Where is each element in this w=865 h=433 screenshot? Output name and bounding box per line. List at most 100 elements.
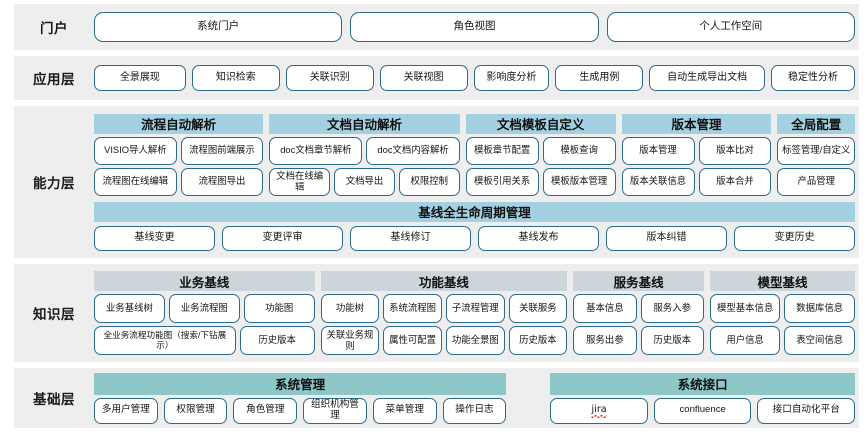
capability-item[interactable]: doc文档章节解析 [269, 136, 363, 165]
application-item-3[interactable]: 关联视图 [379, 65, 468, 91]
knowledge-item[interactable]: 用户信息 [709, 326, 781, 355]
capability-item[interactable]: 流程图导出 [180, 167, 264, 196]
knowledge-item[interactable]: 关联业务规则 [320, 326, 380, 355]
capability-item[interactable]: 产品管理 [777, 167, 856, 196]
capability-item[interactable]: 版本比对 [698, 136, 772, 165]
knowledge-group-3-row-1: 用户信息表空间信息 [709, 326, 856, 355]
foundation-item[interactable]: 组织机构管理 [303, 397, 367, 424]
knowledge-item[interactable]: 数据库信息 [784, 294, 856, 323]
capability-item[interactable]: 流程图在线编辑 [94, 167, 177, 196]
lifecycle-item-0[interactable]: 基线变更 [94, 225, 215, 251]
layer-label-portal: 门户 [40, 21, 68, 36]
capability-item[interactable]: doc文档内容解析 [366, 136, 460, 165]
knowledge-item[interactable]: 功能全景图 [445, 326, 505, 355]
capability-item[interactable]: 版本合并 [698, 167, 772, 196]
knowledge-item[interactable]: 模型基本信息 [709, 294, 781, 323]
capability-group-2-row-0: 模板章节配置模板查询 [465, 136, 616, 165]
application-item-0[interactable]: 全景展现 [94, 65, 186, 91]
application-item-4[interactable]: 影响度分析 [473, 65, 550, 91]
knowledge-item[interactable]: 功能树 [320, 294, 380, 323]
knowledge-item[interactable]: 全业务流程功能图（搜索/下钻展示） [94, 326, 236, 355]
portal-item-0[interactable]: 系统门户 [94, 12, 343, 42]
foundation-item[interactable]: 菜单管理 [372, 397, 437, 424]
capability-item[interactable]: 文档在线编辑 [269, 167, 331, 196]
lifecycle-item-1[interactable]: 变更评审 [222, 225, 343, 251]
knowledge-item[interactable]: 基本信息 [573, 294, 637, 323]
knowledge-group-1-row-0: 功能树系统流程图子流程管理关联服务 [320, 294, 568, 323]
capability-item[interactable]: 模板章节配置 [465, 136, 539, 165]
knowledge-item[interactable]: 属性可配置 [383, 326, 442, 355]
knowledge-item[interactable]: 服务出参 [573, 326, 637, 355]
knowledge-item[interactable]: 表空间信息 [784, 326, 856, 355]
knowledge-group-header-3: 模型基线 [709, 271, 856, 291]
application-item-1[interactable]: 知识检索 [191, 65, 280, 91]
knowledge-item[interactable]: 关联服务 [508, 294, 568, 323]
foundation-item[interactable]: 接口自动化平台 [757, 397, 856, 424]
layer-body-knowledge: 业务基线业务基线树业务流程图功能图全业务流程功能图（搜索/下钻展示）历史版本功能… [94, 271, 859, 355]
layer-body-foundation: 系统管理多用户管理权限管理角色管理组织机构管理菜单管理操作日志 系统接口 jira c… [94, 372, 859, 424]
baseline-lifecycle-row: 基线变更变更评审基线修订基线发布版本纠错变更历史 [94, 225, 855, 251]
capability-item[interactable]: 标签管理/自定义 [777, 136, 856, 165]
foundation-item[interactable]: confluence [653, 397, 752, 424]
capability-group-4-row-1: 产品管理 [777, 167, 856, 196]
foundation-item[interactable]: 操作日志 [442, 397, 507, 424]
knowledge-group-0-row-1: 全业务流程功能图（搜索/下钻展示）历史版本 [94, 326, 315, 355]
knowledge-item[interactable]: 服务入参 [640, 294, 704, 323]
capability-group-header-2: 文档模板自定义 [465, 113, 616, 134]
layer-band-application: 应用层 全景展现知识检索关联识别关联视图影响度分析生成用例自动生成导出文档稳定性… [14, 56, 859, 100]
capability-group-3-row-1: 版本关联信息版本合并 [621, 167, 772, 196]
knowledge-group-1-row-1: 关联业务规则属性可配置功能全景图历史版本 [320, 326, 568, 355]
knowledge-item[interactable]: 历史版本 [508, 326, 568, 355]
layer-body-portal: 系统门户角色视图个人工作空间 [94, 12, 859, 42]
foundation-group-header-0: 系统管理 [94, 372, 507, 395]
knowledge-item[interactable]: 系统流程图 [383, 294, 442, 323]
capability-item[interactable]: VISIO导人解析 [94, 136, 177, 165]
knowledge-item[interactable]: 历史版本 [640, 326, 704, 355]
foundation-item[interactable]: 角色管理 [233, 397, 298, 424]
application-item-7[interactable]: 稳定性分析 [771, 65, 855, 91]
knowledge-group-3-row-0: 模型基本信息数据库信息 [709, 294, 856, 323]
capability-item[interactable]: 版本关联信息 [621, 167, 695, 196]
knowledge-item[interactable]: 子流程管理 [445, 294, 505, 323]
knowledge-group-2-row-1: 服务出参历史版本 [573, 326, 704, 355]
lifecycle-item-5[interactable]: 变更历史 [734, 225, 855, 251]
jira-label: jira [591, 404, 607, 418]
lifecycle-item-3[interactable]: 基线发布 [478, 225, 599, 251]
application-item-2[interactable]: 关联识别 [285, 65, 374, 91]
capability-item[interactable]: 文档导出 [334, 167, 395, 196]
application-item-6[interactable]: 自动生成导出文档 [649, 65, 766, 91]
capability-group-2-row-1: 模板引用关系模板版本管理 [465, 167, 616, 196]
capability-group-2: 文档模板自定义模板章节配置模板查询模板引用关系模板版本管理 [465, 113, 616, 196]
application-item-5[interactable]: 生成用例 [555, 65, 644, 91]
knowledge-item[interactable]: 业务流程图 [168, 294, 240, 323]
layer-body-application: 全景展现知识检索关联识别关联视图影响度分析生成用例自动生成导出文档稳定性分析 [94, 65, 859, 91]
layer-band-portal: 门户 系统门户角色视图个人工作空间 [14, 4, 859, 50]
knowledge-item[interactable]: 业务基线树 [94, 294, 165, 323]
knowledge-item[interactable]: 历史版本 [239, 326, 315, 355]
foundation-item[interactable]: jira [550, 397, 648, 424]
capability-item[interactable]: 模板查询 [542, 136, 616, 165]
capability-item[interactable]: 模板版本管理 [542, 167, 616, 196]
knowledge-group-2: 服务基线基本信息服务入参服务出参历史版本 [573, 271, 704, 355]
lifecycle-item-4[interactable]: 版本纠错 [606, 225, 727, 251]
knowledge-item[interactable]: 功能图 [243, 294, 315, 323]
portal-item-1[interactable]: 角色视图 [350, 12, 599, 42]
capability-group-0-row-0: VISIO导人解析流程图前端展示 [94, 136, 264, 165]
foundation-group-columns: 系统管理多用户管理权限管理角色管理组织机构管理菜单管理操作日志 系统接口 jira c… [94, 372, 856, 424]
portal-item-2[interactable]: 个人工作空间 [606, 12, 855, 42]
capability-group-header-4: 全局配置 [777, 113, 856, 134]
capability-item[interactable]: 版本管理 [621, 136, 695, 165]
foundation-item[interactable]: 多用户管理 [94, 397, 158, 424]
capability-item[interactable]: 流程图前端展示 [180, 136, 264, 165]
capability-item[interactable]: 模板引用关系 [465, 167, 539, 196]
foundation-group-header-1: 系统接口 [550, 372, 855, 395]
foundation-item[interactable]: 权限管理 [163, 397, 228, 424]
lifecycle-item-2[interactable]: 基线修订 [350, 225, 471, 251]
application-item-row: 全景展现知识检索关联识别关联视图影响度分析生成用例自动生成导出文档稳定性分析 [94, 65, 855, 91]
capability-item[interactable]: 权限控制 [398, 167, 460, 196]
